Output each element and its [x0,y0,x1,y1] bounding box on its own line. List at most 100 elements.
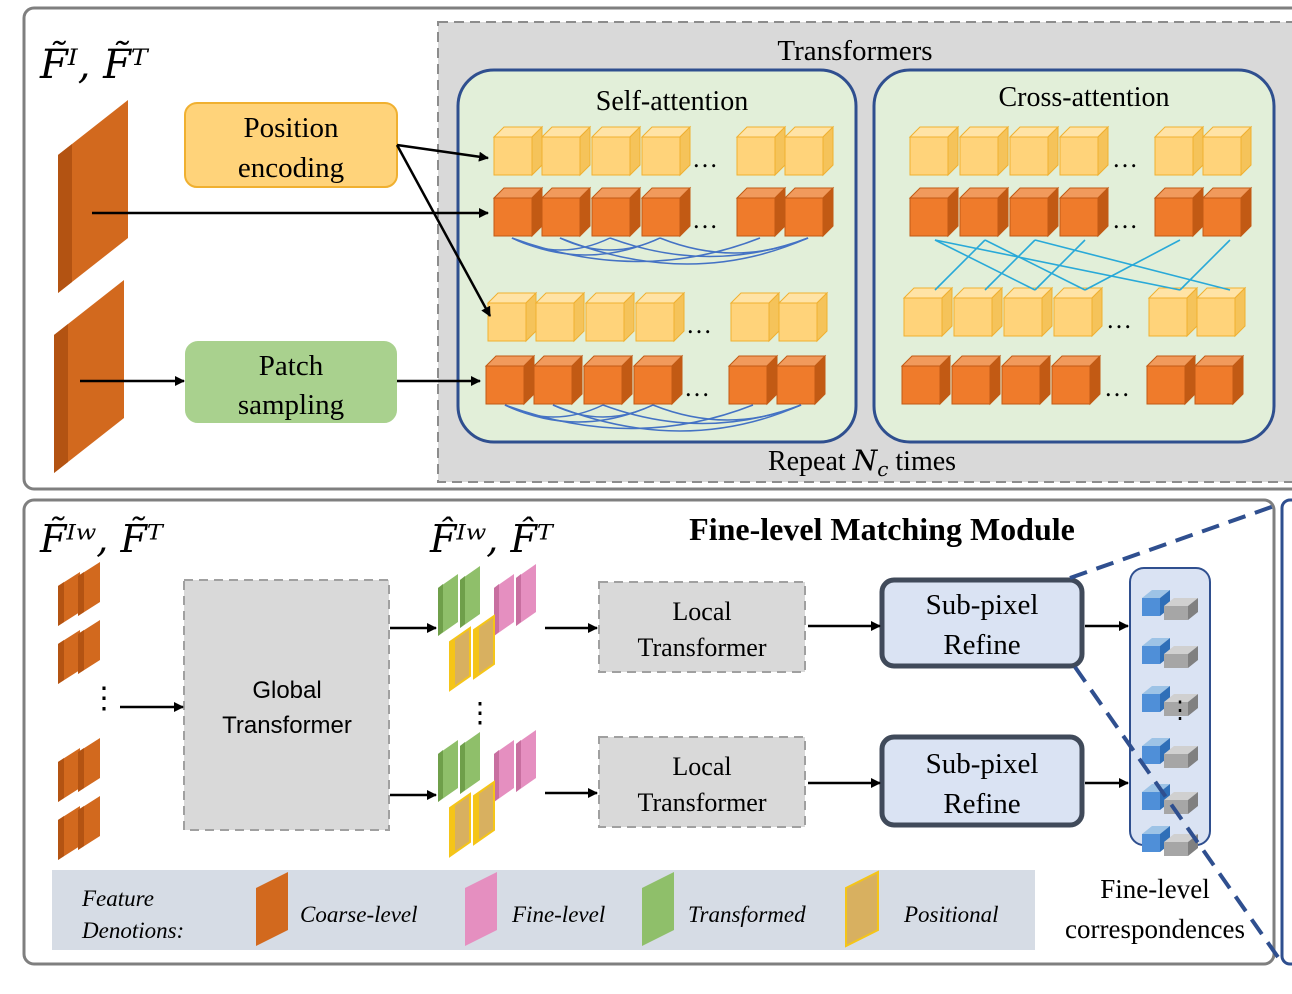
transformers-title: Transformers [777,35,932,67]
row-ellipsis: … [692,205,718,234]
local-transformer-box-2: Local Transformer [598,736,806,828]
feat-token-cube [1153,186,1205,238]
cross-attention-label: Cross-attention [998,82,1169,113]
feat-token-cube [735,186,787,238]
legend-item-transformed: Transformed [642,872,806,946]
svg-text:Transformer: Transformer [637,788,766,817]
input-features-label: F̃ᴵ, F̃ᵀ [39,41,150,88]
pos-token-cube [902,286,954,338]
pos-token-cube [492,125,544,177]
correspondences-label: Fine-level correspondences [1065,874,1245,944]
pos-token-cube [486,291,538,343]
feat-token-cube [908,186,960,238]
window-patch-slab [78,796,100,850]
feat-token-cube [783,186,835,238]
legend-items: Coarse-level Fine-level Transformed Positio… [256,870,999,948]
bottom-arrows [120,621,1129,800]
pos-token-cube [908,125,960,177]
repeat-label: Repeat Nc times [768,444,956,481]
feat-token-cube [958,186,1010,238]
pos-token-cube [735,125,787,177]
legend-item-positional: Positional [845,870,999,948]
pos-token-cube [1195,286,1247,338]
legend-title-line2: Denotions: [81,918,184,943]
feat-token-cube [632,354,684,406]
legend-item-coarse-level: Coarse-level [256,872,418,946]
feat-token-cube [1008,186,1060,238]
correspondence-pair [1142,738,1198,768]
svg-text:Sub-pixel: Sub-pixel [926,589,1039,621]
position-encoding-box: Position encoding [184,102,398,188]
global-transformer-box: Global Transformer [183,579,390,831]
feat-token-cube [484,354,536,406]
self-attention-label: Self-attention [596,86,748,117]
feature-map-template [54,280,124,473]
row-ellipsis: … [1112,144,1138,173]
svg-text:Coarse-level: Coarse-level [300,902,418,927]
feat-token-cube [492,186,544,238]
svg-text:Global: Global [252,677,321,704]
svg-text:Local: Local [672,752,731,781]
vertical-ellipsis-2: ⋮ [466,698,494,729]
pos-token-cube [1002,286,1054,338]
fine-module-title: Fine-level Matching Module [689,511,1075,547]
row-ellipsis: … [692,144,718,173]
svg-text:Fine-level: Fine-level [511,902,605,927]
feat-token-cube [640,186,692,238]
feat-token-cube [1201,186,1253,238]
window-patch-slab [78,738,100,792]
row-ellipsis: … [1106,305,1132,334]
pos-token-cube [640,125,692,177]
row-ellipsis: … [684,373,710,402]
feature-map-image [58,100,128,293]
feat-token-cube [582,354,634,406]
top-arrows [80,143,492,386]
correspondence-pair [1142,590,1198,620]
svg-text:encoding: encoding [238,152,344,184]
zoom-lines [1069,502,1282,962]
feat-token-cube [1193,354,1245,406]
feat-token-cube [1145,354,1197,406]
svg-text:Refine: Refine [943,788,1020,820]
pos-token-cube [952,286,1004,338]
patch-sampling-box: Patch sampling [185,341,397,423]
row-ellipsis: … [686,310,712,339]
vertical-ellipsis-3: ⋮ [1168,698,1192,724]
pos-token-cube [590,125,642,177]
subpixel-refine-box-1: Sub-pixel Refine [879,577,1085,669]
svg-text:Local: Local [672,597,731,626]
window-patch-slab [78,562,100,616]
window-patch-slab [58,630,80,684]
feat-token-cube [900,354,952,406]
detail-panel-fragment [1280,498,1292,966]
correspondence-pairs [1142,590,1198,856]
feat-token-cube [590,186,642,238]
svg-text:Transformer: Transformer [637,633,766,662]
feat-token-cube [540,186,592,238]
feature-stack [438,564,536,692]
svg-text:Sub-pixel: Sub-pixel [926,748,1039,780]
pos-token-cube [777,291,829,343]
transformed-feature-stacks [438,564,536,858]
legend-item-fine-level: Fine-level [465,872,605,946]
self-attention-arcs [504,237,809,432]
local-transformer-box-1: Local Transformer [598,581,806,673]
feat-token-cube [727,354,779,406]
pos-token-cube [1147,286,1199,338]
feat-token-cube [1058,186,1110,238]
token-cubes: …………………… [484,125,1253,406]
window-patch-slab [78,620,100,674]
svg-text:Transformed: Transformed [688,902,806,927]
window-features-label: F̃ᴵʷ, F̃ᵀ [39,517,165,561]
pos-token-cube [1153,125,1205,177]
pos-token-cube [729,291,781,343]
vertical-ellipsis: ⋮ [89,682,119,715]
pos-token-cube [783,125,835,177]
subpixel-refine-box-2: Sub-pixel Refine [879,734,1085,828]
feat-token-cube [1000,354,1052,406]
pos-token-cube [1201,125,1253,177]
pos-token-cube [534,291,586,343]
svg-text:sampling: sampling [238,389,344,421]
window-patch-slab [58,806,80,860]
